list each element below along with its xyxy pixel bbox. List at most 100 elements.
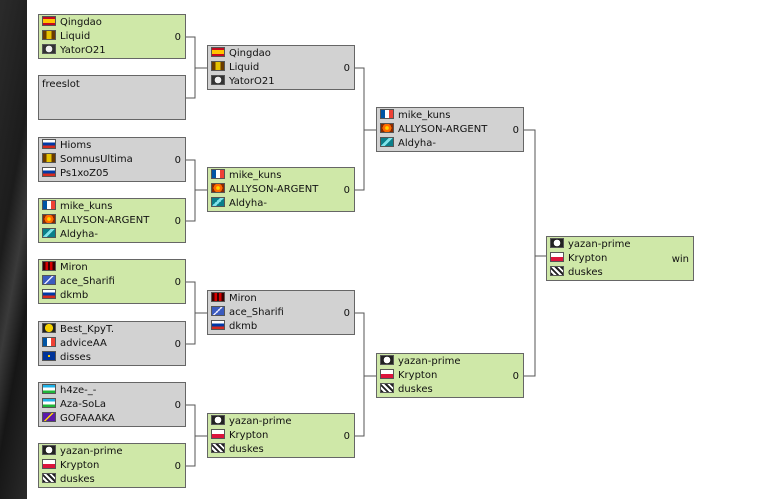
player-row[interactable]: GOFAAAKA xyxy=(42,412,115,426)
player-row[interactable]: Qingdao xyxy=(211,47,271,61)
player-name: Aldyha- xyxy=(229,198,267,209)
player-row[interactable]: ALLYSON-ARGENT xyxy=(42,214,149,228)
player-row[interactable]: dkmb xyxy=(211,320,257,334)
flag-pattern-icon xyxy=(211,443,225,453)
match-score: 0 xyxy=(343,185,350,196)
flag-blue-white-icon xyxy=(42,275,56,285)
player-row[interactable]: Miron xyxy=(211,292,257,306)
player-name: yazan-prime xyxy=(398,356,461,367)
player-row[interactable]: Krypton xyxy=(550,252,607,266)
side-background-art xyxy=(0,0,27,499)
player-row[interactable]: Aldyha- xyxy=(211,197,267,211)
player-row[interactable]: Krypton xyxy=(211,429,268,443)
flag-mask-icon xyxy=(550,238,564,248)
match-box-r1m2[interactable]: freeslot xyxy=(38,75,186,120)
player-row[interactable]: Hioms xyxy=(42,139,91,153)
player-row[interactable]: yazan-prime xyxy=(550,238,631,252)
player-row[interactable]: ace_Sharifi xyxy=(211,306,284,320)
player-row[interactable]: yazan-prime xyxy=(42,445,123,459)
player-name: mike_kuns xyxy=(398,110,451,121)
player-name: Aldyha- xyxy=(60,229,98,240)
player-name: duskes xyxy=(398,384,433,395)
player-row[interactable]: mike_kuns xyxy=(211,169,281,183)
player-name: ALLYSON-ARGENT xyxy=(398,124,488,135)
player-row[interactable]: Liquid xyxy=(42,30,90,44)
player-row[interactable]: disses xyxy=(42,351,91,365)
player-name: ALLYSON-ARGENT xyxy=(229,184,319,195)
player-name: ALLYSON-ARGENT xyxy=(60,215,150,226)
player-row[interactable]: Krypton xyxy=(380,369,437,383)
player-name: disses xyxy=(60,352,91,363)
player-row[interactable]: SomnusUltima xyxy=(42,153,133,167)
player-row[interactable]: duskes xyxy=(550,266,603,280)
player-name: YatorO21 xyxy=(60,45,106,56)
player-row[interactable]: h4ze-_- xyxy=(42,384,96,398)
player-name: Qingdao xyxy=(229,48,271,59)
player-row[interactable]: ALLYSON-ARGENT xyxy=(211,183,318,197)
player-name: dkmb xyxy=(60,290,89,301)
player-row[interactable]: duskes xyxy=(380,383,433,397)
match-score: 0 xyxy=(343,431,350,442)
player-name: adviceAA xyxy=(60,338,107,349)
freeslot-label: freeslot xyxy=(42,79,80,90)
flag-red-white-icon xyxy=(380,369,394,379)
player-row[interactable]: YatorO21 xyxy=(211,75,275,89)
player-row[interactable]: YatorO21 xyxy=(42,44,106,58)
player-row[interactable]: ALLYSON-ARGENT xyxy=(380,123,487,137)
flag-russia-icon xyxy=(42,289,56,299)
player-row[interactable]: Miron xyxy=(42,261,88,275)
player-row[interactable]: Liquid xyxy=(211,61,259,75)
player-row[interactable]: yazan-prime xyxy=(211,415,292,429)
player-name: Krypton xyxy=(568,253,608,264)
player-name: yazan-prime xyxy=(60,446,123,457)
player-row[interactable]: adviceAA xyxy=(42,337,107,351)
player-row[interactable]: Krypton xyxy=(42,459,99,473)
player-name: duskes xyxy=(568,267,603,278)
player-row[interactable]: Ps1xoZ05 xyxy=(42,167,109,181)
player-name: YatorO21 xyxy=(229,76,275,87)
flag-red-white-icon xyxy=(550,252,564,262)
player-row[interactable]: yazan-prime xyxy=(380,355,461,369)
player-row[interactable]: Aza-SoLa xyxy=(42,398,106,412)
player-row[interactable]: Aldyha- xyxy=(380,137,436,151)
flag-france-icon xyxy=(42,337,56,347)
flag-pattern-icon xyxy=(42,473,56,483)
match-score: win xyxy=(671,254,689,265)
flag-red-dark-icon xyxy=(211,292,225,302)
player-name: Miron xyxy=(229,293,257,304)
player-row[interactable]: duskes xyxy=(42,473,95,487)
player-name: Aza-SoLa xyxy=(60,399,106,410)
flag-eu-icon xyxy=(42,351,56,361)
player-row[interactable]: Aldyha- xyxy=(42,228,98,242)
player-row[interactable]: mike_kuns xyxy=(42,200,112,214)
player-name: dkmb xyxy=(229,321,258,332)
player-name: mike_kuns xyxy=(60,201,113,212)
flag-spain-icon xyxy=(211,47,225,57)
player-row[interactable]: Qingdao xyxy=(42,16,102,30)
flag-uzbek-icon xyxy=(42,384,56,394)
player-name: Aldyha- xyxy=(398,138,436,149)
player-row[interactable]: Best_KpyT. xyxy=(42,323,114,337)
player-row[interactable]: mike_kuns xyxy=(380,109,450,123)
player-row[interactable]: ace_Sharifi xyxy=(42,275,115,289)
player-row[interactable]: dkmb xyxy=(42,289,88,303)
player-row[interactable]: duskes xyxy=(211,443,264,457)
flag-france-icon xyxy=(380,109,394,119)
match-score: 0 xyxy=(174,155,181,166)
flag-race-icon xyxy=(42,153,56,163)
match-score: 0 xyxy=(343,308,350,319)
